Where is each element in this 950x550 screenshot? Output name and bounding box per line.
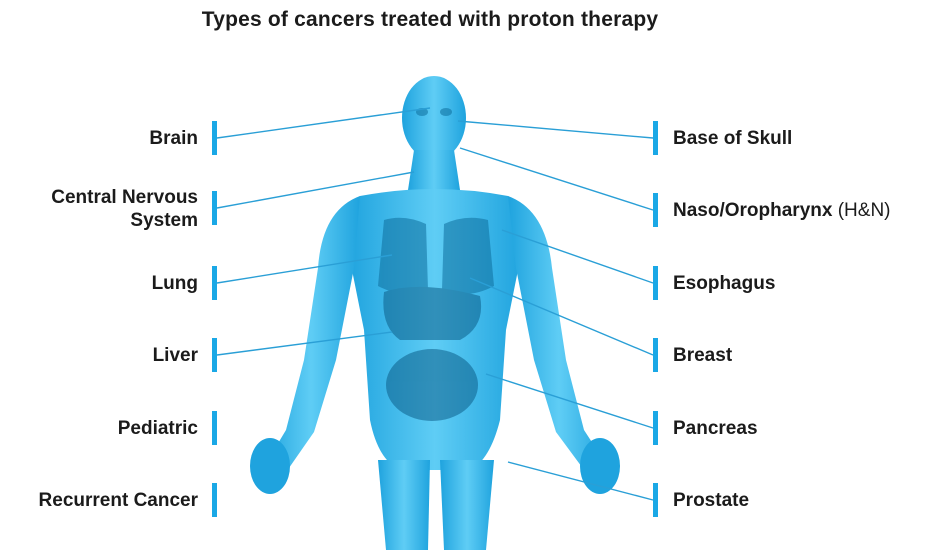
label-breast: Breast bbox=[673, 344, 732, 367]
label-liver: Liver bbox=[153, 344, 198, 367]
label-bar bbox=[653, 121, 658, 155]
label-bar bbox=[212, 338, 217, 372]
label-bar bbox=[212, 121, 217, 155]
label-recurrent-cancer: Recurrent Cancer bbox=[39, 489, 198, 512]
label-bar bbox=[653, 411, 658, 445]
label-line: System bbox=[51, 209, 198, 232]
label-base-of-skull: Base of Skull bbox=[673, 127, 792, 150]
label-bar bbox=[212, 266, 217, 300]
label-bar bbox=[653, 483, 658, 517]
label-central-nervous-system: Central Nervous System bbox=[51, 186, 198, 232]
label-bar bbox=[212, 411, 217, 445]
diagram-title: Types of cancers treated with proton the… bbox=[0, 8, 860, 32]
label-naso-text: Naso/Oropharynx bbox=[673, 200, 832, 221]
connector-base-of-skull bbox=[458, 121, 653, 138]
label-esophagus: Esophagus bbox=[673, 272, 775, 295]
connector-brain bbox=[217, 108, 430, 138]
label-line: Central Nervous bbox=[51, 186, 198, 209]
label-lung: Lung bbox=[152, 272, 198, 295]
label-pediatric: Pediatric bbox=[118, 417, 198, 440]
label-pancreas: Pancreas bbox=[673, 417, 758, 440]
label-prostate: Prostate bbox=[673, 489, 749, 512]
label-bar bbox=[212, 483, 217, 517]
label-naso-suffix: (H&N) bbox=[838, 200, 891, 221]
label-brain: Brain bbox=[149, 127, 198, 150]
label-bar bbox=[653, 266, 658, 300]
label-bar bbox=[212, 191, 217, 225]
label-naso-oropharynx: Naso/Oropharynx (H&N) bbox=[673, 199, 891, 222]
label-bar bbox=[653, 193, 658, 227]
label-bar bbox=[653, 338, 658, 372]
